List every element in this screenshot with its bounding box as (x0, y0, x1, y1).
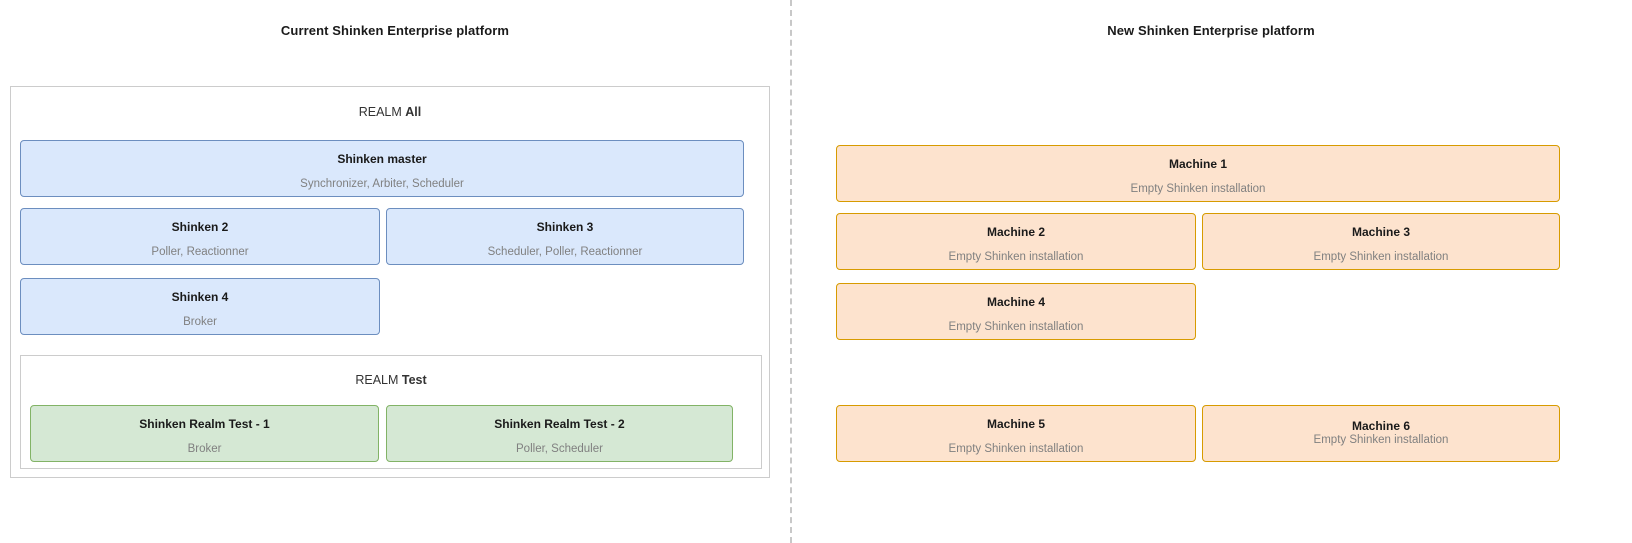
node-title: Machine 6 (1351, 419, 1411, 434)
node-title: Machine 3 (1351, 225, 1411, 239)
realm-all-label-prefix: REALM (358, 105, 402, 119)
node-shinken-realm-test-1[interactable]: Shinken Realm Test - 1 Broker (30, 405, 379, 462)
node-subtitle: Broker (187, 443, 222, 455)
node-subtitle: Synchronizer, Arbiter, Scheduler (300, 178, 464, 190)
node-machine-1[interactable]: Machine 1 Empty Shinken installation (836, 145, 1560, 202)
current-platform-panel: Current Shinken Enterprise platform REAL… (0, 0, 790, 543)
node-title: Shinken 4 (171, 290, 229, 304)
realm-test-label-prefix: REALM (355, 373, 399, 387)
realm-test-container: REALM Test Shinken Realm Test - 1 Broker… (20, 355, 762, 469)
node-shinken-realm-test-2[interactable]: Shinken Realm Test - 2 Poller, Scheduler (386, 405, 733, 462)
node-subtitle: Empty Shinken installation (1130, 183, 1266, 195)
realm-all-label-name: All (405, 105, 422, 119)
node-subtitle: Scheduler, Poller, Reactionner (487, 246, 643, 258)
node-subtitle: Empty Shinken installation (1313, 251, 1449, 263)
realm-test-label: REALM Test (21, 373, 761, 387)
node-machine-3[interactable]: Machine 3 Empty Shinken installation (1202, 213, 1560, 270)
node-machine-4[interactable]: Machine 4 Empty Shinken installation (836, 283, 1196, 340)
node-title: Machine 4 (986, 295, 1046, 309)
node-subtitle: Empty Shinken installation (948, 251, 1084, 263)
new-platform-panel: New Shinken Enterprise platform Machine … (790, 0, 1632, 543)
node-subtitle: Empty Shinken installation (948, 321, 1084, 333)
node-shinken-3[interactable]: Shinken 3 Scheduler, Poller, Reactionner (386, 208, 744, 265)
node-title: Machine 5 (986, 417, 1046, 431)
node-shinken-master[interactable]: Shinken master Synchronizer, Arbiter, Sc… (20, 140, 744, 197)
realm-all-label: REALM All (11, 105, 769, 119)
node-title: Shinken 2 (171, 220, 229, 234)
left-panel-title: Current Shinken Enterprise platform (280, 23, 510, 38)
panel-divider (790, 0, 792, 543)
node-subtitle: Broker (183, 316, 217, 328)
node-subtitle: Poller, Scheduler (516, 443, 603, 455)
realm-all-container: REALM All Shinken master Synchronizer, A… (10, 86, 770, 478)
node-title: Shinken master (337, 152, 427, 166)
node-machine-6[interactable]: Machine 6 Empty Shinken installation (1202, 405, 1560, 462)
node-title: Machine 2 (986, 225, 1046, 239)
node-shinken-4[interactable]: Shinken 4 Broker (20, 278, 380, 335)
node-subtitle: Empty Shinken installation (948, 443, 1084, 455)
right-panel-title: New Shinken Enterprise platform (1107, 23, 1315, 38)
node-title: Machine 1 (1168, 157, 1228, 171)
node-subtitle: Poller, Reactionner (151, 246, 249, 258)
node-title: Shinken 3 (536, 220, 594, 234)
realm-test-label-name: Test (401, 373, 427, 387)
node-machine-5[interactable]: Machine 5 Empty Shinken installation (836, 405, 1196, 462)
node-subtitle: Empty Shinken installation (1313, 434, 1449, 447)
node-machine-2[interactable]: Machine 2 Empty Shinken installation (836, 213, 1196, 270)
node-title: Shinken Realm Test - 2 (494, 417, 625, 431)
node-title: Shinken Realm Test - 1 (139, 417, 270, 431)
node-shinken-2[interactable]: Shinken 2 Poller, Reactionner (20, 208, 380, 265)
